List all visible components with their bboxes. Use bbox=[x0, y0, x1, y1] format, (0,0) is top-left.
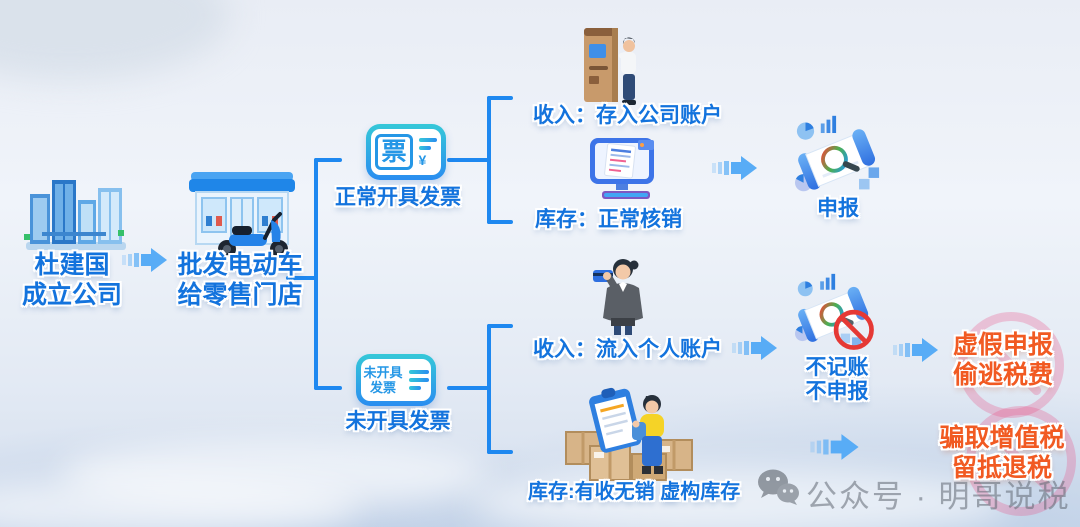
cloud-shape bbox=[470, 468, 1010, 527]
wechat-icon bbox=[758, 469, 799, 505]
arrow-stock-to-fraud bbox=[810, 434, 859, 460]
arrow-normal-to-declare bbox=[712, 156, 757, 180]
result-fraud-refund: 骗取增值税 留抵退税 bbox=[926, 423, 1078, 483]
wholesale-label-line1: 批发电动车 bbox=[177, 251, 303, 279]
invoice-none-char-line2: 发票 bbox=[369, 380, 396, 395]
branch-bracket-top-stub bbox=[314, 158, 342, 162]
invoice-none-icon: 未开具 发票 bbox=[356, 354, 436, 406]
arrow-income-to-nobook bbox=[732, 336, 777, 360]
invoice-line-decoration bbox=[418, 138, 437, 142]
invoice-line-decoration bbox=[408, 386, 421, 390]
connector-store-to-branch bbox=[286, 276, 316, 280]
computer-writeoff-icon bbox=[590, 138, 654, 199]
woman-inventory-boxes-icon bbox=[565, 387, 693, 481]
connector-invoice-none bbox=[447, 386, 491, 390]
invoice-line-decoration bbox=[418, 146, 431, 150]
no-bookkeeping-scroll-icon bbox=[795, 273, 874, 350]
no-book-line2: 不申报 bbox=[805, 380, 869, 403]
stock-fake-label: 库存:有收无销 虚构库存 bbox=[528, 481, 741, 503]
invoice-none-char-line1: 未开具 bbox=[363, 365, 403, 380]
result-fraud-line2: 留抵退税 bbox=[951, 454, 1052, 482]
no-book-label: 不记账 不申报 bbox=[790, 356, 884, 404]
sub-bracket-top-stub2 bbox=[487, 220, 513, 224]
stock-normal-label: 库存：正常核销 bbox=[535, 208, 682, 231]
founder-label-line2: 成立公司 bbox=[21, 281, 122, 309]
result-fraud-line1: 骗取增值税 bbox=[939, 424, 1065, 452]
founder-label: 杜建国 成立公司 bbox=[8, 250, 136, 310]
sub-bracket-top-vertical bbox=[487, 96, 491, 224]
cloud-shape bbox=[0, 0, 230, 80]
no-book-line1: 不记账 bbox=[805, 356, 869, 379]
prohibition-watermark bbox=[966, 406, 1076, 516]
invoice-line-decoration bbox=[408, 378, 429, 382]
sub-bracket-bottom-vertical bbox=[487, 324, 491, 454]
income-company-label: 收入：存入公司账户 bbox=[533, 104, 722, 127]
invoice-none-label: 未开具发票 bbox=[345, 410, 451, 433]
arrow-nobook-to-false-declare bbox=[893, 338, 938, 362]
invoice-normal-icon: 票 ¥ bbox=[366, 124, 446, 180]
yen-symbol: ¥ bbox=[418, 152, 427, 168]
declare-label: 申报 bbox=[817, 197, 859, 220]
atm-deposit-icon bbox=[584, 28, 636, 105]
declare-scroll-icon bbox=[795, 115, 880, 192]
sub-bracket-bottom-stub2 bbox=[487, 450, 513, 454]
connector-invoice-normal bbox=[447, 158, 491, 162]
income-personal-label: 收入：流入个人账户 bbox=[533, 338, 722, 361]
cloud-shape bbox=[0, 478, 360, 527]
company-buildings-icon bbox=[24, 180, 126, 250]
wholesale-label-line2: 给零售门店 bbox=[177, 281, 303, 309]
invoice-char: 票 bbox=[375, 134, 413, 170]
branch-bracket-vertical bbox=[314, 158, 318, 390]
invoice-normal-label: 正常开具发票 bbox=[335, 186, 461, 209]
result-false-line1: 虚假申报 bbox=[952, 331, 1053, 359]
founder-label-line1: 杜建国 bbox=[34, 251, 110, 279]
store-scooter-icon bbox=[189, 172, 295, 258]
woman-bank-card-icon bbox=[593, 259, 643, 335]
wholesale-label: 批发电动车 给零售门店 bbox=[166, 250, 314, 310]
result-false-line2: 偷逃税费 bbox=[952, 361, 1053, 389]
arrow-founder-to-store bbox=[122, 248, 167, 272]
result-false-declare: 虚假申报 偷逃税费 bbox=[936, 330, 1070, 390]
sub-bracket-bottom-stub1 bbox=[487, 324, 513, 328]
invoice-line-decoration bbox=[408, 370, 429, 374]
watermark-account-text: 公众号 · 明哥说税 bbox=[806, 479, 1071, 514]
branch-bracket-bottom-stub bbox=[314, 386, 342, 390]
sub-bracket-top-stub1 bbox=[487, 96, 513, 100]
